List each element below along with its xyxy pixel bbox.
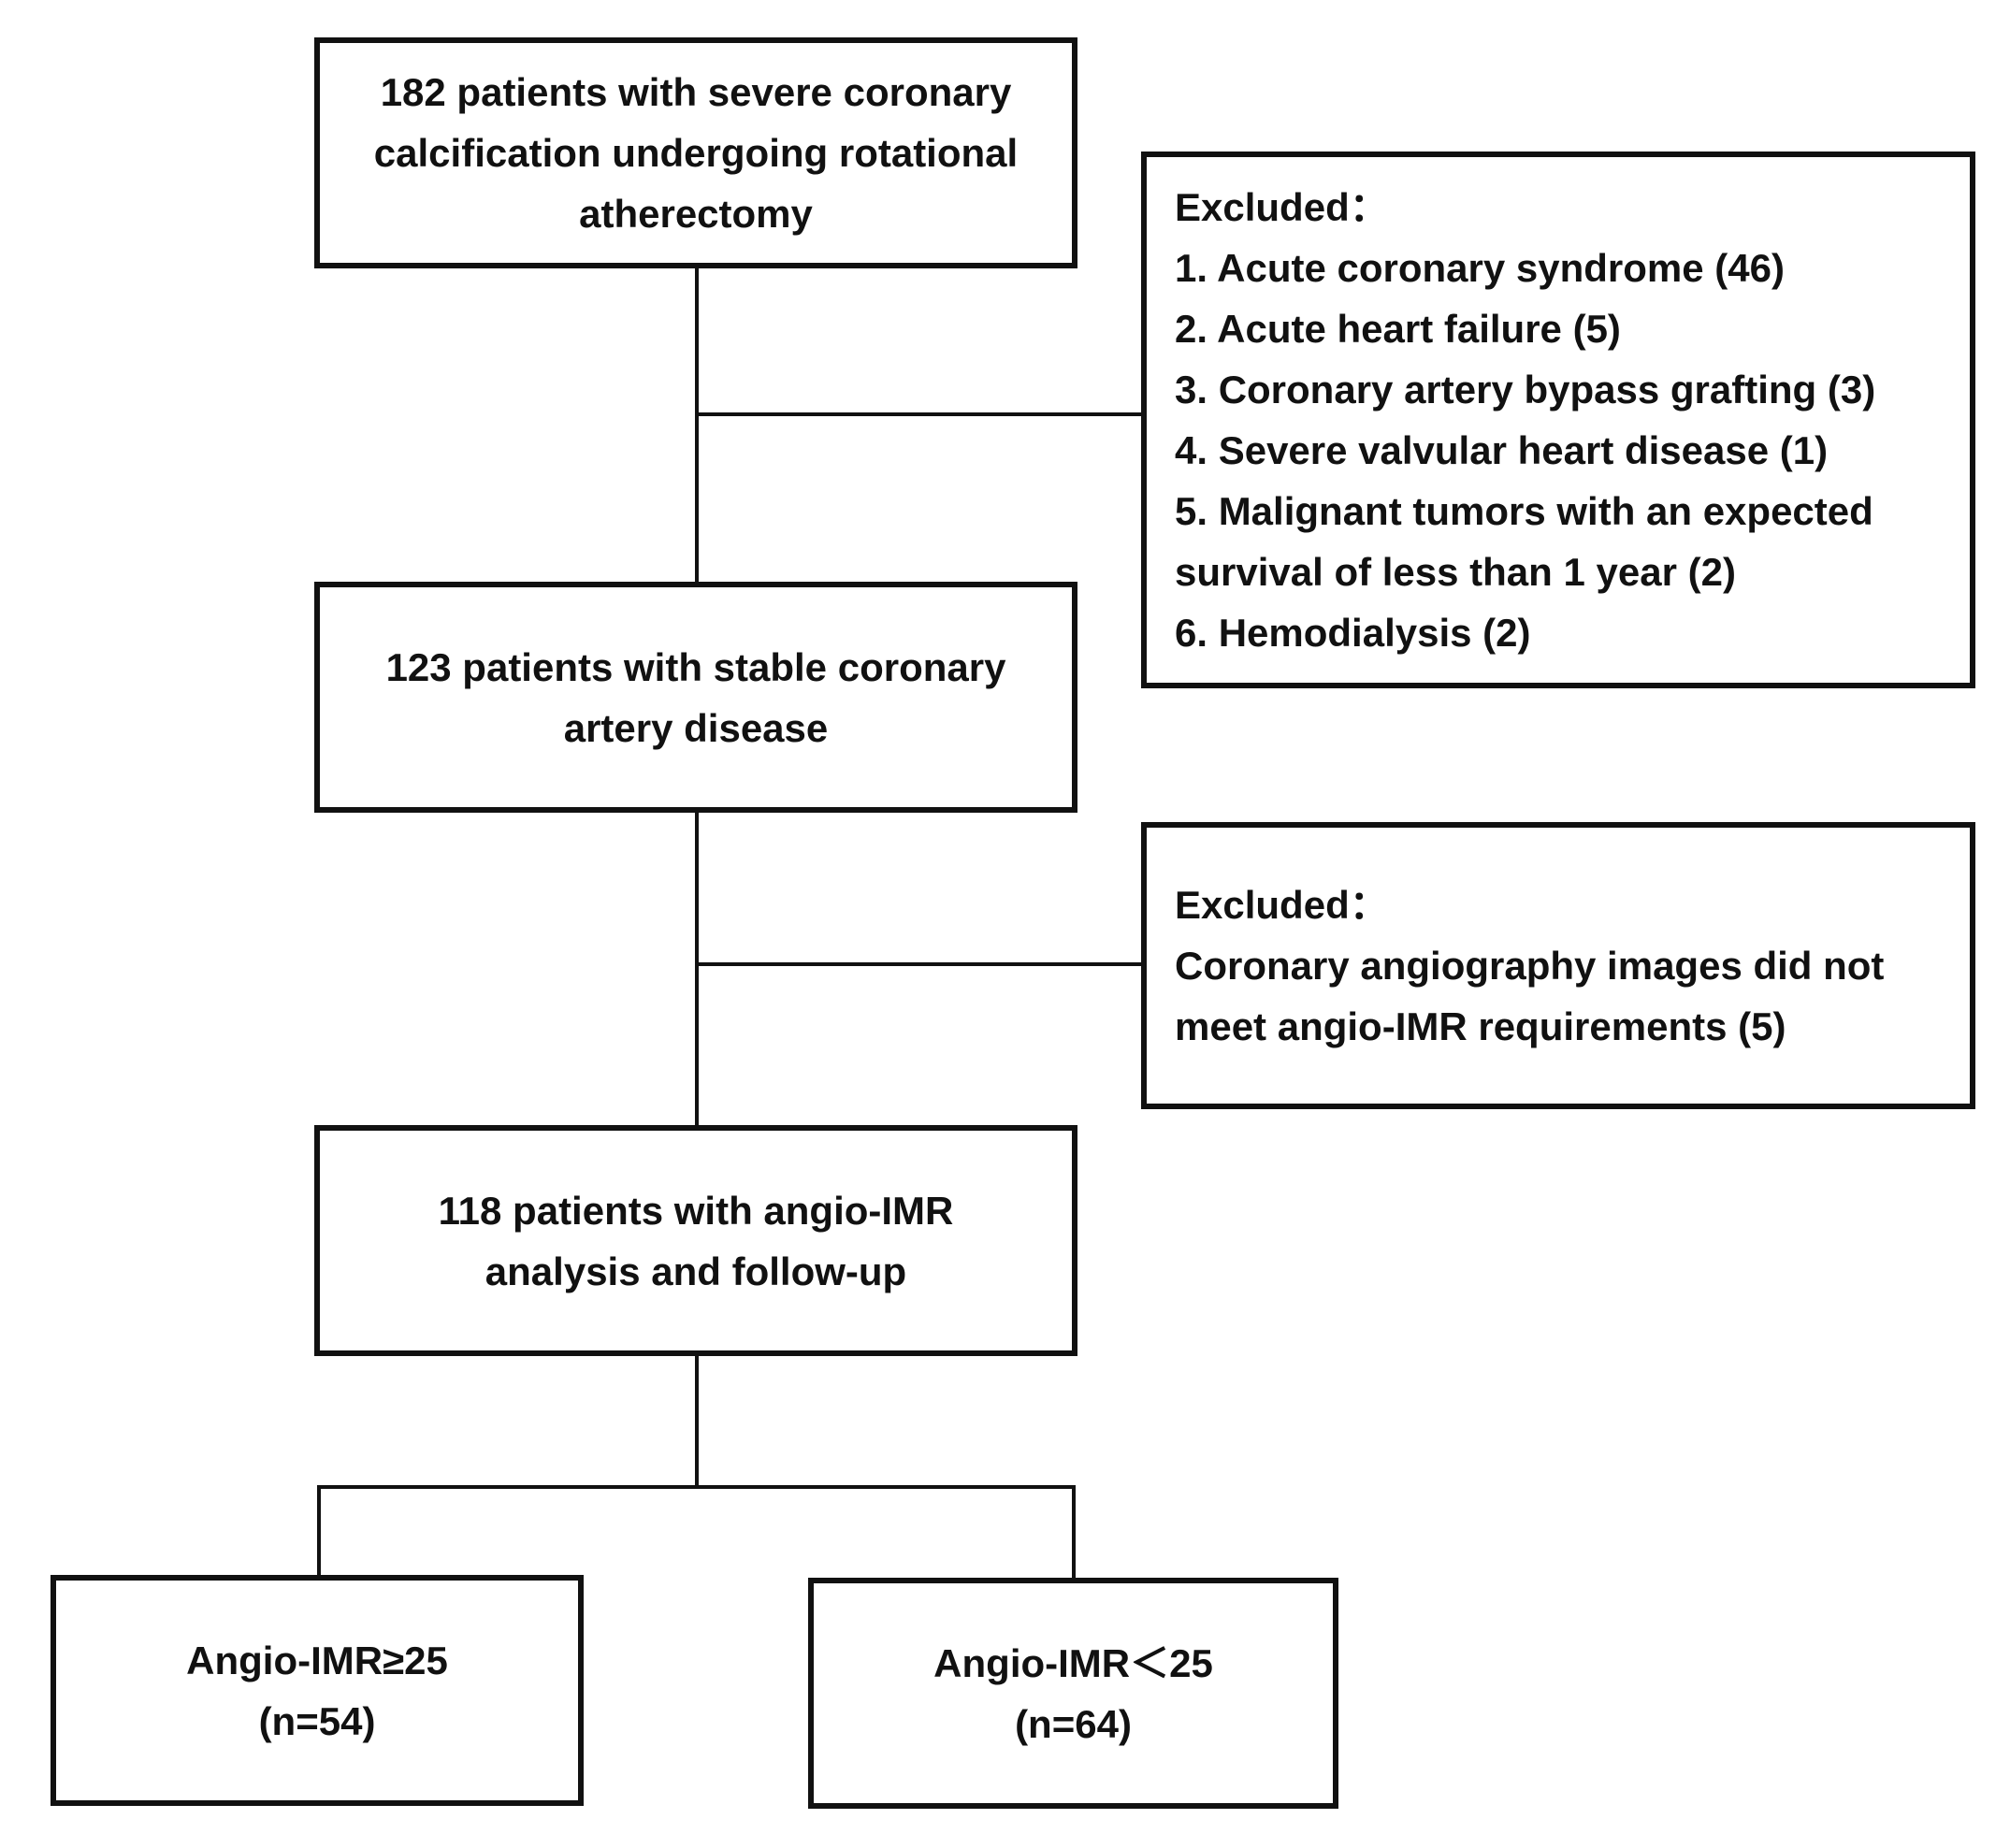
group-low-box: Angio-IMR＜25 (n=64) — [808, 1578, 1338, 1809]
group-high-box: Angio-IMR≥25 (n=54) — [51, 1575, 584, 1806]
step2-box: 123 patients with stable coronary artery… — [314, 582, 1077, 813]
step2-text-line: 123 patients with stable coronary — [385, 644, 1006, 689]
exclusion1-heading: Excluded： — [1175, 185, 1389, 229]
exclusion1-item: 2. Acute heart failure (5) — [1175, 307, 1621, 351]
exclusion1-item: 4. Severe valvular heart disease (1) — [1175, 428, 1829, 472]
group-high-label: Angio-IMR≥25 — [186, 1638, 448, 1682]
step2-text-line: artery disease — [563, 705, 829, 750]
group-low-label: Angio-IMR＜25 — [933, 1640, 1213, 1685]
step3-text-line: 118 patients with angio-IMR — [438, 1188, 954, 1233]
exclusion1-item: 5. Malignant tumors with an expected — [1175, 489, 1873, 533]
step1-text-line: 182 patients with severe coronary — [380, 70, 1012, 114]
step3-box: 118 patients with angio-IMR analysis and… — [314, 1125, 1077, 1356]
exclusion1-item: survival of less than 1 year (2) — [1175, 550, 1736, 594]
exclusion1-box: Excluded： 1. Acute coronary syndrome (46… — [1141, 152, 1975, 688]
connector-to-group-high — [317, 1485, 321, 1579]
step1-text-line: calcification undergoing rotational — [373, 131, 1019, 175]
step1-text-line: atherectomy — [579, 192, 813, 236]
exclusion1-item: 3. Coronary artery bypass grafting (3) — [1175, 368, 1876, 411]
connector-to-group-low — [1072, 1485, 1076, 1579]
group-high-count: (n=54) — [258, 1698, 376, 1743]
connector-to-exclusion2 — [695, 962, 1143, 966]
exclusion2-box: Excluded： Coronary angiography images di… — [1141, 822, 1975, 1109]
step1-box: 182 patients with severe coronary calcif… — [314, 37, 1077, 268]
exclusion2-item: Coronary angiography images did not — [1175, 944, 1885, 988]
exclusion1-item: 1. Acute coronary syndrome (46) — [1175, 246, 1785, 290]
exclusion2-heading: Excluded： — [1175, 883, 1389, 927]
connector-step2-to-step3 — [695, 812, 699, 1128]
group-low-count: (n=64) — [1015, 1701, 1132, 1746]
exclusion1-item: 6. Hemodialysis (2) — [1175, 611, 1531, 655]
connector-step3-to-split — [695, 1356, 699, 1487]
connector-to-exclusion1 — [695, 412, 1143, 416]
connector-step1-to-step2 — [695, 267, 699, 584]
connector-split-horizontal — [317, 1485, 1076, 1489]
exclusion2-item: meet angio-IMR requirements (5) — [1175, 1004, 1786, 1048]
step3-text-line: analysis and follow-up — [484, 1249, 907, 1293]
